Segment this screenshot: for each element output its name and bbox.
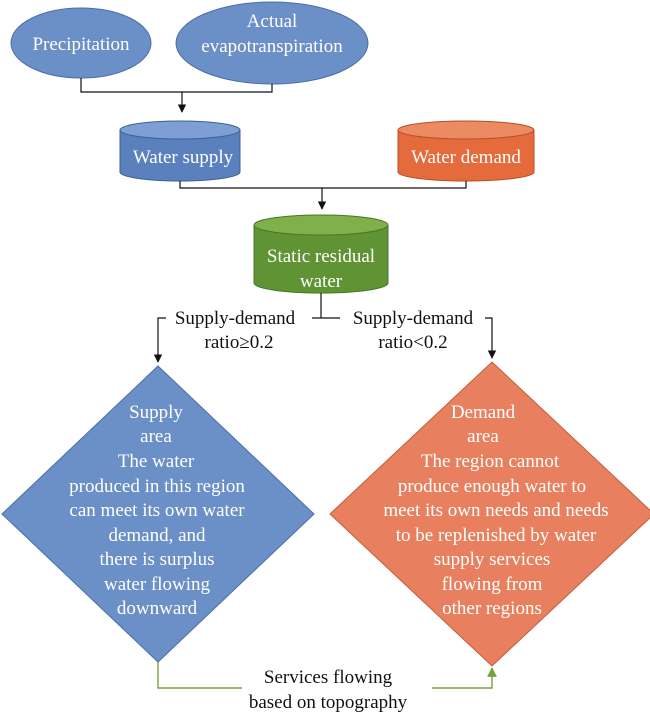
supply-area-line-4: produced in this region — [69, 476, 245, 497]
services-flow-label: Services flowing based on topography — [249, 667, 408, 713]
demand-area-line-9: other regions — [442, 598, 542, 619]
supply-area-line-8: water flowing — [104, 574, 211, 595]
demand-area-line-5: meet its own needs and needs — [383, 500, 608, 521]
water-demand-label: Water demand — [411, 147, 521, 168]
evapotranspiration-node: Actual evapotranspiration — [175, 1, 369, 85]
static-residual-label-2: water — [300, 271, 343, 292]
demand-area-line-1: Demand — [451, 402, 516, 423]
right-condition-line-2: ratio<0.2 — [378, 332, 447, 353]
branch-connector — [153, 293, 497, 363]
demand-area-line-4: produce enough water to — [398, 476, 586, 497]
services-flow-connector — [157, 662, 497, 689]
left-condition-line-2: ratio≥0.2 — [205, 332, 274, 353]
demand-area-line-7: supply services — [434, 549, 551, 570]
precipitation-node: Precipitation — [10, 7, 152, 79]
supply-area-line-2: area — [140, 426, 172, 447]
left-condition-line-1: Supply-demand — [175, 308, 296, 329]
static-residual-label-1: Static residual — [267, 246, 375, 267]
water-supply-label: Water supply — [133, 147, 234, 168]
evapotranspiration-label-2: evapotranspiration — [201, 36, 343, 57]
precipitation-label: Precipitation — [32, 34, 130, 55]
supply-area-line-7: there is surplus — [99, 549, 214, 570]
water-supply-node: Water supply — [119, 120, 241, 182]
water-demand-node: Water demand — [397, 120, 535, 182]
supply-area-line-6: demand, and — [108, 525, 206, 546]
left-condition-label: Supply-demand ratio≥0.2 — [175, 308, 296, 353]
services-flow-line-1: Services flowing — [264, 667, 393, 688]
right-condition-line-1: Supply-demand — [353, 308, 474, 329]
demand-area-node: Demand area The region cannot produce en… — [329, 361, 650, 667]
evapotranspiration-label-1: Actual — [247, 11, 298, 32]
top-connector — [80, 78, 273, 113]
demand-area-line-3: The region cannot — [421, 451, 560, 472]
middle-connector — [179, 181, 467, 210]
supply-area-line-1: Supply — [129, 402, 183, 423]
supply-area-line-9: downward — [117, 598, 198, 619]
demand-area-line-8: flowing from — [442, 574, 543, 595]
demand-area-line-2: area — [467, 426, 499, 447]
demand-area-line-6: to be replenished by water — [396, 525, 597, 546]
supply-area-node: Supply area The water produced in this r… — [1, 365, 315, 663]
supply-area-line-5: can meet its own water — [69, 500, 245, 521]
services-flow-line-2: based on topography — [249, 692, 408, 713]
static-residual-water-node: Static residual water — [253, 214, 389, 294]
supply-area-line-3: The water — [118, 451, 195, 472]
right-condition-label: Supply-demand ratio<0.2 — [353, 308, 474, 353]
